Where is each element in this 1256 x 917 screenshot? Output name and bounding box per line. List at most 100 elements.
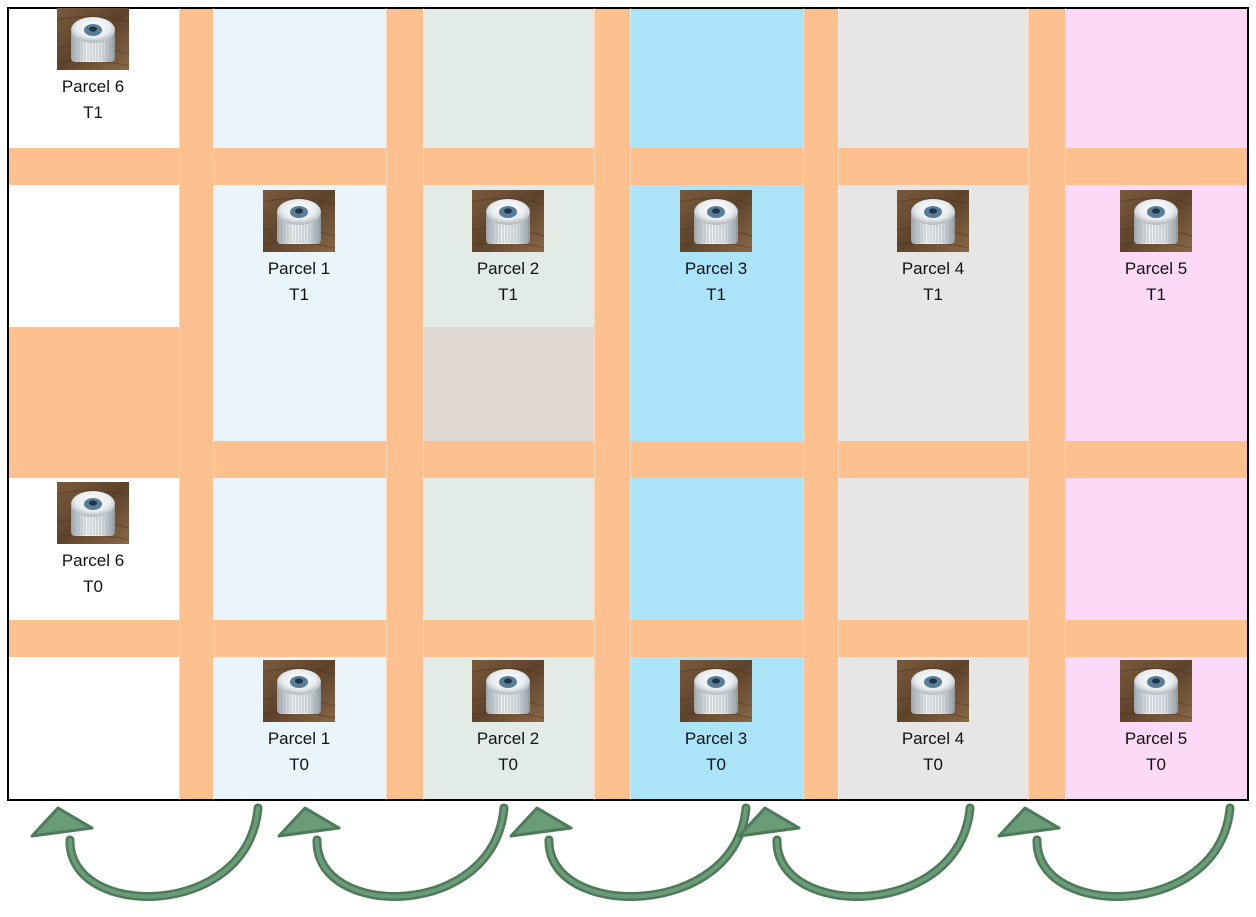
aisle-row-cell	[594, 441, 630, 478]
bottle-cap-image	[897, 660, 969, 722]
parcel-time: T1	[83, 100, 103, 126]
aisle-row-cell	[838, 148, 1028, 185]
grid-border-right	[1247, 7, 1249, 801]
bottle-cap-image	[1120, 190, 1192, 252]
aisle-column-cell	[594, 327, 630, 441]
aisle-row-cell	[179, 441, 213, 478]
aisle-column-cell	[179, 327, 213, 441]
aisle-column-cell	[386, 185, 423, 327]
aisle-column-cell	[1028, 8, 1065, 148]
aisle-column-cell	[594, 8, 630, 148]
grid-separator-vertical	[803, 8, 804, 800]
grid-border-top	[7, 7, 1249, 9]
aisle-column-cell	[1028, 185, 1065, 327]
bottle-cap-image	[263, 190, 335, 252]
bottle-cap-image	[680, 190, 752, 252]
bottle-cap-image	[472, 190, 544, 252]
aisle-row-cell	[630, 148, 803, 185]
plot-cell	[1065, 478, 1248, 620]
parcel-label: Parcel 1	[268, 726, 330, 752]
bottle-cap-image	[57, 482, 129, 544]
plot-cell	[213, 478, 386, 620]
aisle-column-cell	[179, 478, 213, 620]
aisle-row-cell	[386, 148, 423, 185]
arrow-parcel-5-to-parcel-4	[999, 808, 1230, 897]
grid-separator-vertical	[838, 8, 839, 800]
aisle-row-cell	[1028, 620, 1065, 657]
plot-cell	[1065, 8, 1248, 148]
arrow-parcel-2-to-parcel-1	[279, 808, 504, 897]
aisle-row-cell	[803, 148, 838, 185]
aisle-row-cell	[630, 441, 803, 478]
plot-cell	[423, 327, 594, 441]
plot-cell	[630, 327, 803, 441]
plot-cell	[213, 327, 386, 441]
plot-cell	[838, 327, 1028, 441]
arrow-parcel-1-to-parcel-6	[32, 808, 258, 897]
aisle-column-cell	[386, 478, 423, 620]
parcel-time: T0	[498, 752, 518, 778]
aisle-row-cell	[423, 441, 594, 478]
grid-separator-vertical	[423, 8, 424, 800]
bottle-cap-image	[897, 190, 969, 252]
aisle-row-cell	[386, 441, 423, 478]
parcel-time: T1	[706, 282, 726, 308]
aisle-row-cell	[423, 148, 594, 185]
parcel-label: Parcel 5	[1125, 256, 1187, 282]
grid-separator-vertical	[1065, 8, 1066, 800]
aisle-column-cell	[386, 8, 423, 148]
parcel-time: T0	[83, 574, 103, 600]
parcel-time: T1	[923, 282, 943, 308]
grid-separator-vertical	[213, 8, 214, 800]
aisle-column-cell	[179, 185, 213, 327]
aisle-row-cell	[8, 620, 179, 657]
parcel-time: T0	[923, 752, 943, 778]
aisle-row-cell	[594, 148, 630, 185]
aisle-row-cell	[8, 148, 179, 185]
aisle-row-cell	[838, 620, 1028, 657]
parcel-label: Parcel 4	[902, 256, 964, 282]
aisle-column-cell	[1028, 327, 1065, 441]
aisle-row-cell	[1028, 441, 1065, 478]
aisle-row-cell	[386, 620, 423, 657]
parcel-label: Parcel 6	[62, 74, 124, 100]
plot-cell	[423, 478, 594, 620]
plot-cell	[630, 8, 803, 148]
aisle-row-cell	[1065, 441, 1248, 478]
aisle-column-cell	[386, 327, 423, 441]
aisle-row-cell	[1065, 620, 1248, 657]
plot-cell	[630, 478, 803, 620]
aisle-column-cell	[594, 185, 630, 327]
grid-separator-vertical	[1028, 8, 1029, 800]
aisle-row-cell	[1065, 148, 1248, 185]
aisle-row-cell	[594, 620, 630, 657]
grid-separator-vertical	[386, 8, 387, 800]
aisle-row-cell	[630, 620, 803, 657]
plot-cell	[8, 185, 179, 327]
grid-border-left	[7, 7, 9, 801]
aisle-column-cell	[803, 478, 838, 620]
parcel-p2-t0: Parcel 2T0	[458, 660, 558, 778]
aisle-row-cell	[838, 441, 1028, 478]
aisle-cell	[8, 327, 179, 441]
aisle-column-cell	[803, 657, 838, 800]
parcel-label: Parcel 6	[62, 548, 124, 574]
grid-separator-vertical	[179, 8, 180, 800]
aisle-column-cell	[179, 657, 213, 800]
parcel-time: T1	[1146, 282, 1166, 308]
aisle-row-cell	[213, 620, 386, 657]
plot-cell	[838, 8, 1028, 148]
parcel-label: Parcel 3	[685, 256, 747, 282]
arrow-parcel-3-to-parcel-2	[511, 808, 746, 897]
aisle-row-cell	[8, 441, 179, 478]
arrow-parcel-4-to-parcel-3	[739, 808, 970, 897]
aisle-row-cell	[803, 441, 838, 478]
bottle-cap-image	[263, 660, 335, 722]
